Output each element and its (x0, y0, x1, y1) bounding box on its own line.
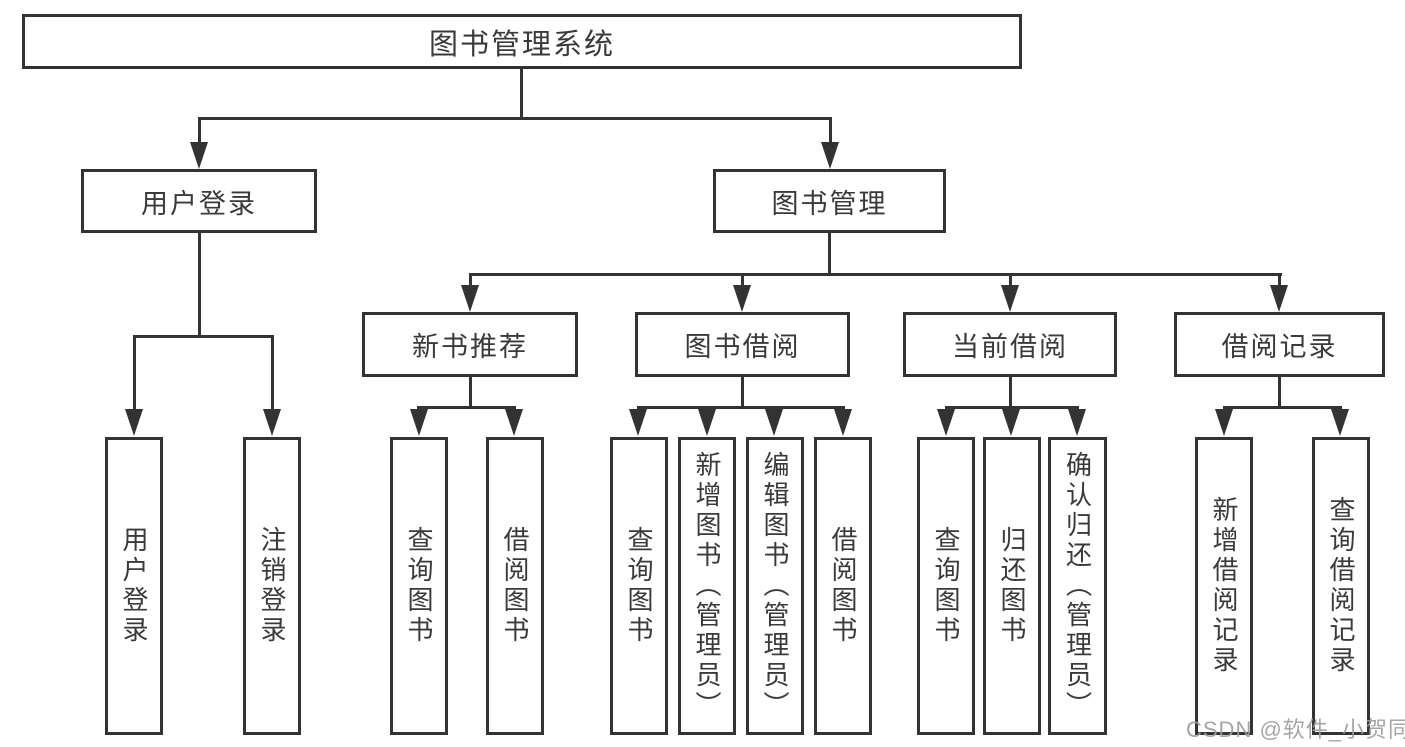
connector-stem-book-mgmt (829, 119, 832, 144)
arrowhead-borrow-records (1270, 285, 1288, 312)
node-user-login-label: 用户登录 (141, 188, 257, 219)
node-leaf-query-borrow-record-label: 查询借阅记录 (1326, 496, 1356, 676)
arrowhead-confirm-return (1068, 409, 1086, 436)
arrowhead-current-borrow (1001, 285, 1019, 312)
node-leaf-borrow-books-borrow: 借阅图书 (814, 437, 872, 735)
connector-book-borrow-branch (637, 406, 845, 409)
node-leaf-query-borrow-record: 查询借阅记录 (1312, 437, 1370, 735)
connector-stem-book-borrow (741, 275, 744, 287)
node-book-borrow-label: 图书借阅 (684, 332, 801, 362)
arrowhead-query-borrow-record (1331, 409, 1349, 436)
arrowhead-return-books (1002, 409, 1020, 436)
connector-current-borrow-trunk (1009, 377, 1012, 408)
node-leaf-add-books: 新增图书（管理员） (678, 437, 736, 735)
node-root-label: 图书管理系统 (428, 28, 615, 61)
node-leaf-borrow-books-rec-label: 借阅图书 (500, 526, 530, 646)
connector-user-login-trunk (198, 233, 201, 337)
connector-level1-branch (198, 117, 832, 120)
node-leaf-add-borrow-record-label: 新增借阅记录 (1209, 496, 1239, 676)
node-leaf-query-books-borrow: 查询图书 (610, 437, 668, 735)
node-leaf-return-books: 归还图书 (983, 437, 1041, 735)
connector-stem-borrow-records (1278, 275, 1281, 287)
node-leaf-logout-label: 注销登录 (257, 526, 287, 646)
connector-stem-leaf-logout (271, 337, 274, 410)
node-current-borrow-label: 当前借阅 (952, 332, 1068, 362)
node-book-mgmt: 图书管理 (713, 169, 946, 233)
node-leaf-confirm-return: 确认归还（管理员） (1048, 437, 1107, 735)
arrowhead-edit-books (765, 409, 783, 436)
node-borrow-records: 借阅记录 (1174, 312, 1385, 377)
connector-root-trunk (520, 69, 523, 120)
node-leaf-query-books-current: 查询图书 (917, 437, 975, 735)
node-leaf-confirm-return-label: 确认归还（管理员） (1062, 451, 1093, 721)
arrowhead-leaf-user-login (125, 409, 143, 436)
connector-stem-leaf-user-login (133, 337, 136, 410)
connector-book-mgmt-trunk (828, 233, 831, 275)
node-leaf-edit-books: 编辑图书（管理员） (746, 437, 804, 735)
node-leaf-borrow-books-rec: 借阅图书 (486, 437, 544, 735)
node-new-book-rec: 新书推荐 (362, 312, 578, 377)
node-leaf-edit-books-label: 编辑图书（管理员） (760, 451, 790, 721)
arrowhead-add-books (698, 409, 716, 436)
arrowhead-new-book-rec (461, 285, 479, 312)
node-root: 图书管理系统 (22, 14, 1022, 69)
node-leaf-logout: 注销登录 (243, 437, 301, 735)
arrowhead-leaf-logout (263, 409, 281, 436)
node-leaf-user-login-label: 用户登录 (119, 526, 149, 646)
connector-borrow-records-trunk (1278, 377, 1281, 408)
arrowhead-book-mgmt (821, 142, 839, 169)
connector-stem-user-login (198, 119, 201, 144)
connector-new-book-rec-trunk (469, 377, 472, 408)
connector-stem-new-book-rec (469, 275, 472, 287)
watermark: CSDN @软件_小贺同学 (1186, 717, 1405, 742)
node-new-book-rec-label: 新书推荐 (412, 332, 528, 362)
node-leaf-add-books-label: 新增图书（管理员） (692, 451, 722, 721)
arrowhead-borrow-books-rec (505, 409, 523, 436)
node-leaf-borrow-books-borrow-label: 借阅图书 (828, 526, 858, 646)
arrowhead-query-books-borrow (629, 409, 647, 436)
arrowhead-user-login (190, 142, 208, 169)
arrowhead-add-borrow-record (1215, 409, 1233, 436)
node-book-borrow: 图书借阅 (635, 312, 850, 377)
connector-user-login-branch (133, 335, 274, 338)
node-leaf-query-books-current-label: 查询图书 (931, 526, 961, 646)
node-leaf-query-books-rec: 查询图书 (390, 437, 448, 735)
node-leaf-return-books-label: 归还图书 (997, 526, 1027, 646)
node-current-borrow: 当前借阅 (903, 312, 1117, 377)
connector-stem-current-borrow (1009, 275, 1012, 287)
node-leaf-query-books-borrow-label: 查询图书 (624, 526, 654, 646)
arrowhead-borrow-books-borrow (834, 409, 852, 436)
arrowhead-query-books-rec (410, 409, 428, 436)
connector-book-borrow-trunk (741, 377, 744, 408)
node-leaf-add-borrow-record: 新增借阅记录 (1195, 437, 1253, 735)
node-book-mgmt-label: 图书管理 (771, 188, 888, 219)
arrowhead-book-borrow (733, 285, 751, 312)
node-leaf-user-login: 用户登录 (105, 437, 163, 735)
arrowhead-query-books-current (937, 409, 955, 436)
connector-book-mgmt-branch (469, 273, 1282, 276)
connector-current-borrow-branch (945, 406, 1079, 409)
connector-new-book-rec-branch (417, 406, 516, 409)
connector-borrow-records-branch (1223, 406, 1342, 409)
node-borrow-records-label: 借阅记录 (1221, 332, 1338, 362)
node-leaf-query-books-rec-label: 查询图书 (404, 526, 434, 646)
node-user-login: 用户登录 (81, 169, 317, 233)
